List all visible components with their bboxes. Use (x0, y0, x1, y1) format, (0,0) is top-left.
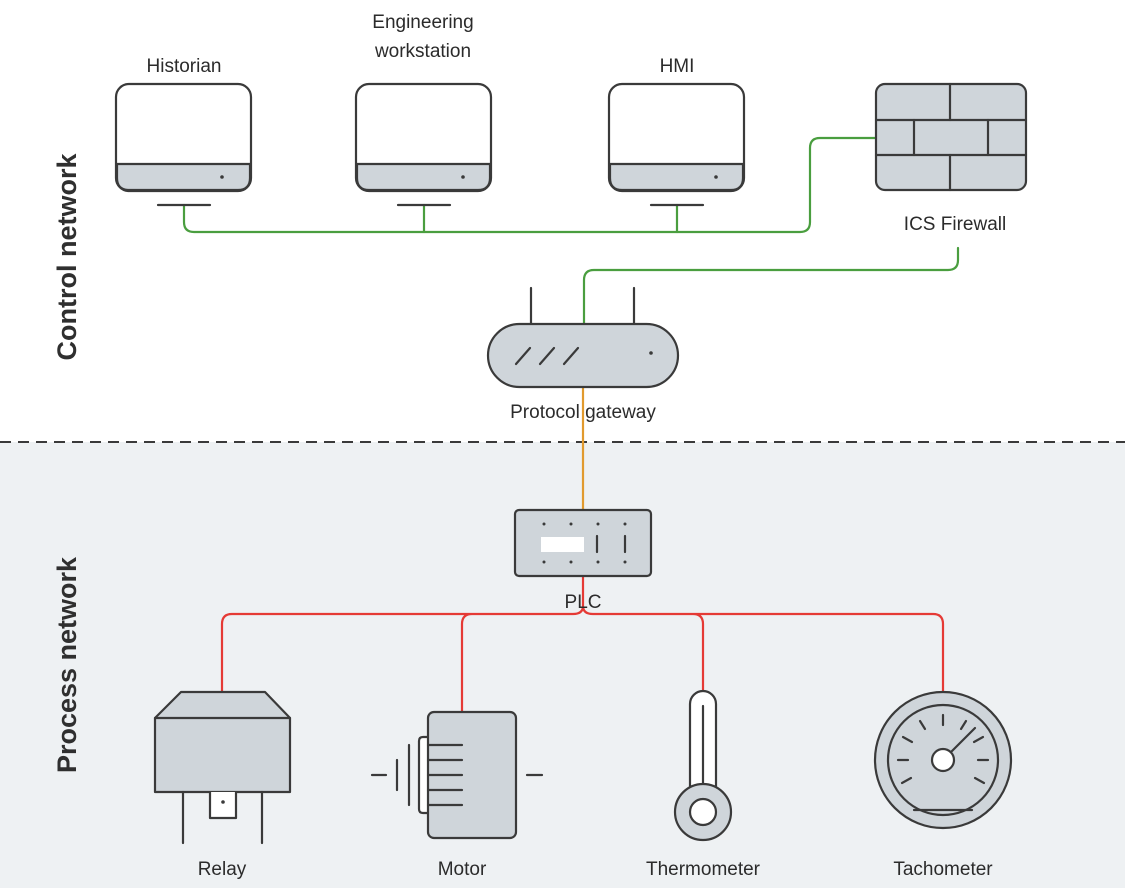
relay-icon (153, 690, 292, 845)
engineering-label-line1: Engineering (372, 12, 473, 33)
engineering-label-line2: workstation (374, 41, 471, 62)
process-network-label: Process network (52, 556, 82, 773)
hmi-icon (607, 82, 746, 207)
firewall-icon (874, 82, 1028, 192)
field-bus-line (220, 574, 945, 714)
motor-icon (370, 710, 544, 840)
historian-icon (114, 82, 253, 207)
firewall-gateway-line (582, 246, 960, 326)
engineering-workstation-icon (354, 82, 493, 207)
motor-label: Motor (438, 859, 487, 880)
thermometer-label: Thermometer (646, 859, 761, 880)
thermometer-icon (673, 689, 733, 842)
tachometer-label: Tachometer (893, 859, 993, 880)
tachometer-icon (873, 690, 1013, 830)
historian-label: Historian (147, 56, 222, 77)
control-bus-line (182, 136, 878, 234)
protocol-gateway-icon (486, 286, 680, 389)
firewall-label: ICS Firewall (904, 214, 1006, 235)
gateway-label: Protocol gateway (510, 402, 656, 423)
control-network-label: Control network (52, 153, 82, 361)
relay-label: Relay (198, 859, 247, 880)
hmi-label: HMI (660, 56, 695, 77)
plc-icon (513, 508, 653, 578)
plc-label: PLC (565, 592, 602, 613)
